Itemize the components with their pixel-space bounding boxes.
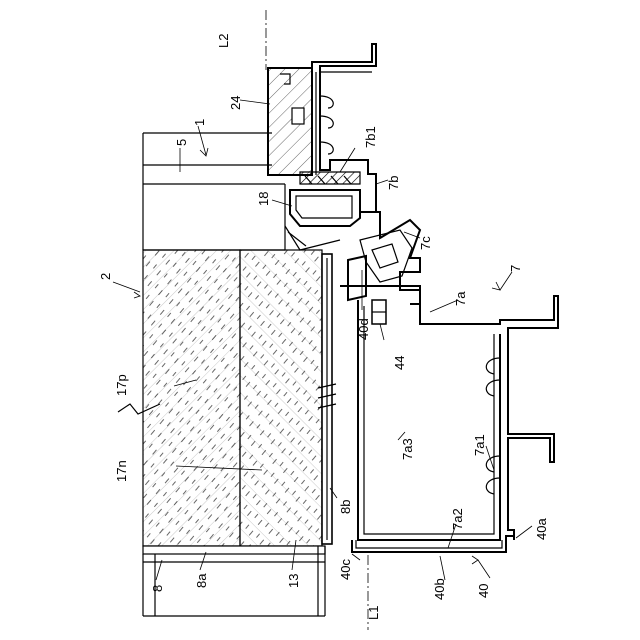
glass-unit-2: [118, 250, 336, 546]
label-8a: 8a: [194, 573, 209, 588]
label-40d: 40d: [356, 318, 371, 340]
label-7a: 7a: [453, 291, 468, 306]
label-40c: 40c: [338, 559, 353, 580]
label-40b: 40b: [432, 578, 447, 600]
label-7b: 7b: [386, 176, 401, 190]
outer-frame-7: [340, 256, 558, 552]
label-7b1: 7b1: [363, 126, 378, 148]
label-40: 40: [476, 584, 491, 598]
label-40a: 40a: [534, 518, 549, 540]
label-24: 24: [228, 96, 243, 110]
member-18: [285, 190, 360, 250]
label-13: 13: [286, 574, 301, 588]
frame-corner-7c: [360, 212, 420, 304]
label-7a3: 7a3: [400, 438, 415, 460]
label-17n: 17n: [114, 460, 129, 482]
label-17p: 17p: [114, 374, 129, 396]
label-44: 44: [392, 356, 407, 370]
seal-7b1: [300, 172, 360, 184]
label-L1: L1: [366, 606, 381, 620]
label-2: 2: [98, 273, 113, 280]
label-7c: 7c: [418, 236, 433, 250]
label-8: 8: [150, 585, 165, 592]
label-18: 18: [256, 192, 271, 206]
label-1: 1: [192, 119, 207, 126]
label-5: 5: [174, 139, 189, 146]
sash-frame-upper: [143, 133, 285, 250]
label-7: 7: [508, 265, 523, 272]
label-L2: L2: [216, 34, 231, 48]
label-8b: 8b: [338, 500, 353, 514]
label-7a1: 7a1: [472, 434, 487, 456]
label-7a2: 7a2: [450, 508, 465, 530]
